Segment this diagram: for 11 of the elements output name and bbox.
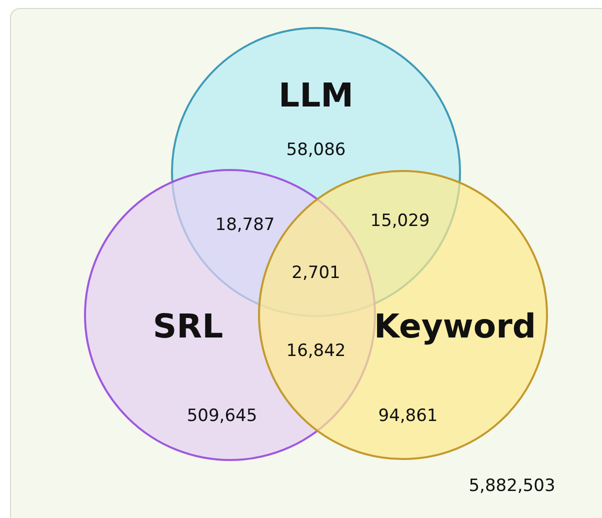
count-label: 2,701 <box>292 263 340 283</box>
count-label: 16,842 <box>286 341 346 361</box>
set-name: Keyword <box>374 306 536 346</box>
count-label: 94,861 <box>378 406 438 426</box>
count-label: 58,086 <box>286 140 346 160</box>
set-name: SRL <box>152 306 224 346</box>
set-name: LLM <box>278 76 354 114</box>
count-label: 15,029 <box>370 211 430 231</box>
count-label: 509,645 <box>186 406 258 426</box>
count-label: 5,882,503 <box>468 476 556 496</box>
count-label: 18,787 <box>215 215 275 235</box>
